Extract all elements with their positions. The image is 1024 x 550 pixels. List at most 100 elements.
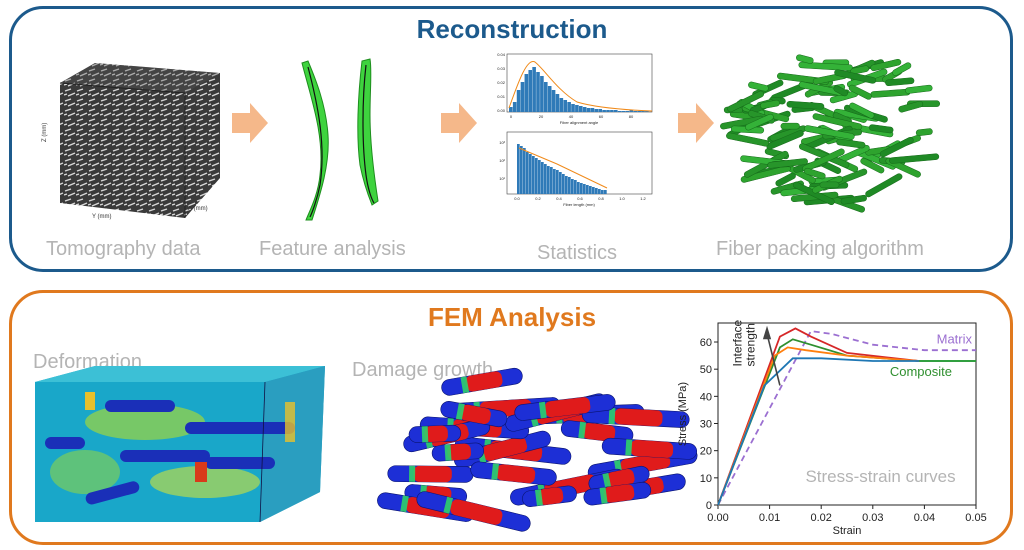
hist-bottom-bar [577,182,580,194]
hist-top-bar [536,72,540,112]
hist-bottom-xtick: 0.8 [598,196,604,201]
hist-bottom-bar [592,187,595,194]
hist-top-ytick: 0.01 [497,94,506,99]
packed-fiber [760,99,780,109]
hist-bottom-bar [565,176,568,194]
hist-top-bar [544,82,548,112]
packed-fiber [726,132,770,147]
hist-top-bar [575,105,579,112]
hist-bottom-bar [583,184,586,194]
damage-transition [400,495,409,513]
packed-fiber [766,130,804,150]
tomo-z-label: Z (mm) [42,123,48,142]
hist-top-bar [555,94,560,112]
hist-bottom-xtick: 0.0 [514,196,520,201]
hist-top-bar [617,111,622,112]
damage-zone [538,487,564,505]
packed-fiber [915,128,933,137]
hist-top-ytick: 0.00 [497,108,506,113]
hist-bottom-bar [547,166,550,194]
tomography-cube: Z (mm) Y (mm) X (mm) [42,63,220,220]
packed-fiber [775,172,796,187]
packed-fiber [798,61,853,71]
damage-transition [455,403,465,420]
hist-top-xtick: 20 [539,114,544,119]
hist-top-bar [559,98,564,112]
hist-bottom-bar [571,179,574,194]
y-tick-label: 30 [700,419,712,431]
hist-bottom-bar [562,174,565,194]
packed-fiber [892,62,912,76]
hist-top-bar [606,110,610,112]
hist-top-bar [614,110,618,112]
hist-top-ytick: 0.02 [497,80,506,85]
hist-top-bar [645,111,649,112]
damage-transition [602,472,612,490]
damage-zone [424,425,448,443]
damage-transition [538,401,547,419]
packed-fiber [834,69,877,84]
packed-fiber [780,122,800,130]
hist-bottom-bar [586,185,589,194]
hist-top-bar [579,106,583,112]
x-axis-label: Strain [833,525,862,537]
hist-bottom-bar [604,190,607,194]
hist-top-bar [532,67,536,112]
y-tick-label: 60 [700,337,712,349]
hist-top-bar [528,70,533,112]
hist-bottom-bar [541,162,544,194]
interface-arrow [766,333,781,386]
caption-fiber-packing: Fiber packing algorithm [716,238,924,260]
damage-zone [544,397,591,418]
damage-fiber [387,465,474,483]
hist-bottom-xtick: 1.0 [619,196,625,201]
damage-fiber [601,437,698,460]
packed-fiber [870,88,911,98]
x-tick-label: 0.02 [810,512,831,524]
interface-label-2: strength [744,323,758,366]
hist-bottom-xtick: 1.2 [640,196,646,201]
damage-zone [447,443,471,461]
hist-bottom-xtick: 0.6 [577,196,583,201]
packed-fiber [748,81,769,92]
caption-statistics: Statistics [537,242,618,264]
damage-zone [460,404,491,425]
hist-top-bar [621,111,626,112]
tomo-y-label: Y (mm) [92,214,112,220]
arrow-right-icon [678,103,714,143]
damage-transition [491,463,499,480]
hist-bottom-ytick: 10³ [499,140,505,145]
series-line-3 [717,346,920,506]
packed-fiber [870,58,902,72]
damage-fiber [522,485,577,507]
damage-zone [606,468,635,489]
hist-top-bar [610,110,614,112]
packed-fiber [786,100,825,110]
packed-fiber [727,90,764,113]
y-tick-label: 40 [700,391,712,403]
hist-top-bar [516,90,521,112]
damage-zone [582,422,616,442]
damage-zone [450,499,503,525]
y-axis-label: Stress (MPa) [677,382,689,446]
hist-bottom-xtick: 0.2 [535,196,541,201]
packed-fiber [767,158,808,169]
legend-composite: Composite [890,364,952,379]
hist-top-bar [563,100,568,112]
damage-transition [599,487,608,504]
x-tick-label: 0.01 [759,512,780,524]
hist-top-ytick: 0.04 [497,52,506,57]
hist-top-bar [567,102,571,112]
packed-fiber [850,65,870,75]
packed-fiber [889,153,940,164]
hist-top-bar [509,107,513,112]
packed-fiber [865,173,903,198]
fem-analysis-title: FEM Analysis [427,302,597,332]
x-tick-label: 0.05 [965,512,986,524]
hist-bottom-xtick: 0.4 [556,196,562,201]
hist-bottom-bar [559,172,562,194]
damage-zone [496,464,536,484]
reconstruction-title: Reconstruction [416,14,608,44]
